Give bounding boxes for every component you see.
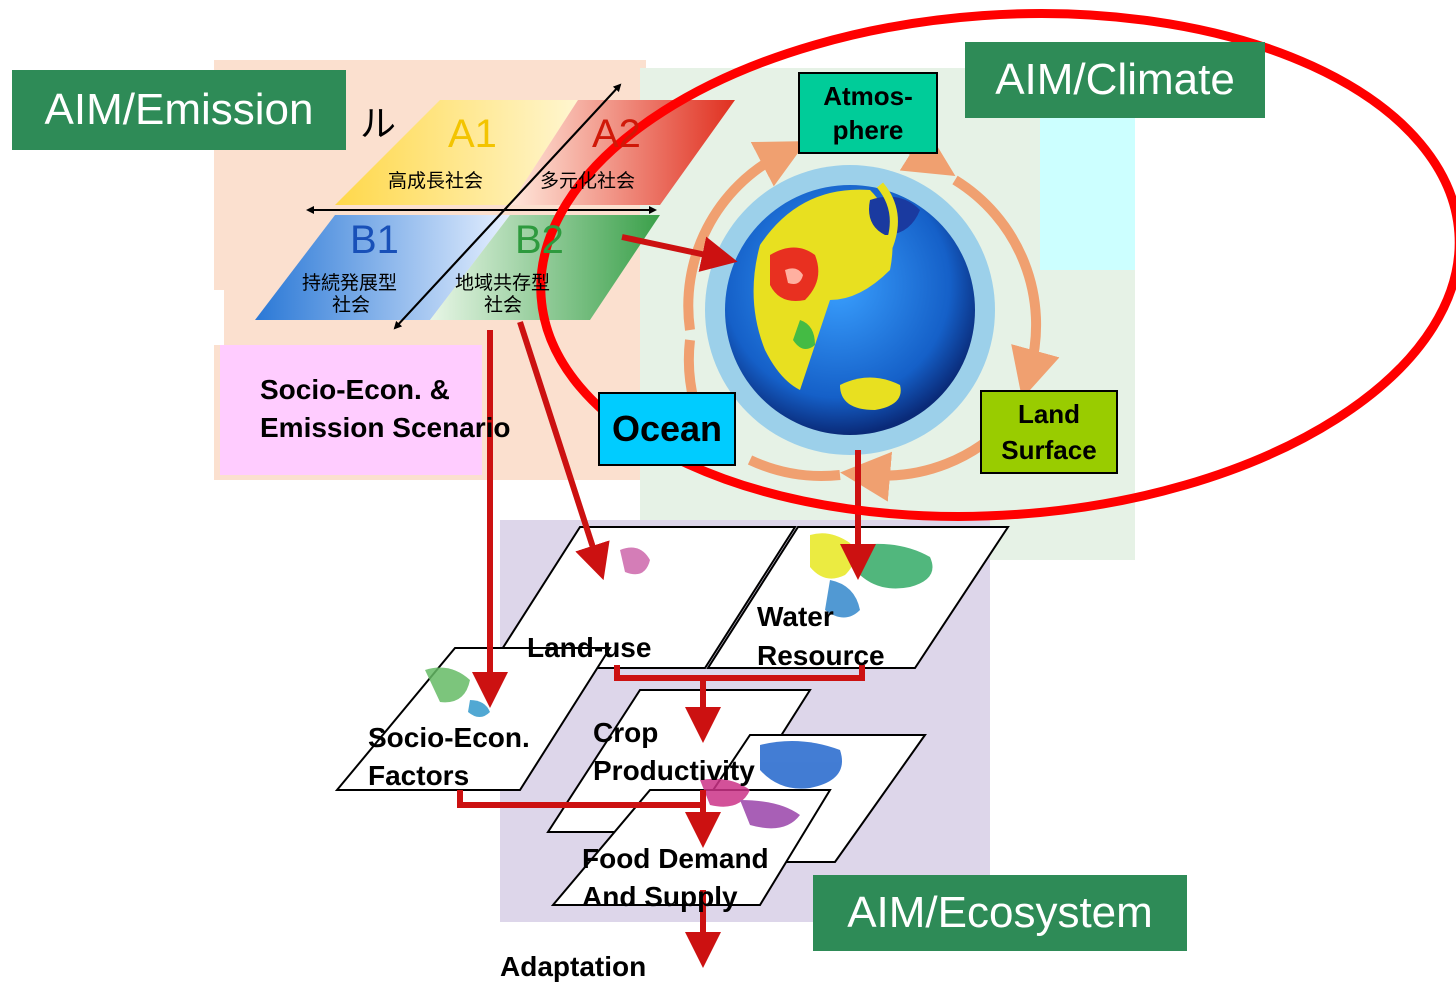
atmosphere-line2: phere [832, 115, 904, 145]
crop-line2: Productivity [593, 755, 755, 786]
food-line2: And Supply [582, 881, 738, 912]
quadrant-b1 [255, 215, 510, 320]
aim-climate-label: AIM/Climate [965, 42, 1265, 118]
socio-scenario-box: Socio-Econ. & Emission Scenario [220, 345, 511, 475]
aim-emission-label: AIM/Emission [12, 70, 346, 150]
quadrant-a2-text: 多元化社会 [540, 171, 636, 192]
socio-scenario-line2: Emission Scenario [260, 412, 511, 443]
crop-line1: Crop [593, 717, 659, 748]
ocean-box: Ocean [598, 392, 736, 466]
water-resource-line1: Water [757, 601, 834, 632]
map-layers [334, 526, 1010, 906]
land-surface-box: Land Surface [980, 390, 1118, 474]
food-line1: Food Demand [582, 843, 769, 874]
land-line1: Land [1017, 399, 1081, 429]
quadrant-a2 [510, 100, 735, 205]
climate-side-panel [1040, 115, 1135, 270]
atmosphere-box: Atmos- phere [798, 72, 938, 154]
layer-land-use [488, 526, 797, 669]
map-color-blobs [425, 533, 933, 829]
quadrant-a2-code: A2 [592, 112, 641, 156]
quadrant-a1-text: 高成長社会 [388, 171, 484, 192]
quadrant-b1-code: B1 [350, 218, 399, 262]
layer-water-resource [706, 526, 1010, 669]
aim-ecosystem-label: AIM/Ecosystem [813, 875, 1187, 951]
quadrant-b2-code: B2 [515, 218, 564, 262]
quadrant-b2-text-2: 社会 [484, 295, 523, 316]
background-gap [214, 290, 224, 345]
atmosphere-line1: Atmos- [823, 81, 913, 111]
socio-factors-line1: Socio-Econ. [368, 722, 530, 753]
climate-highlight-ellipse [536, 9, 1456, 521]
land-use-label: Land-use [527, 632, 652, 663]
land-line2: Surface [1001, 435, 1097, 465]
adaptation-label: Adaptation [500, 951, 647, 982]
socio-scenario-line1: Socio-Econ. & [260, 374, 450, 405]
socio-factors-line2: Factors [368, 760, 470, 791]
water-resource-line2: Resource [757, 640, 885, 671]
quadrant-a1-code: A1 [448, 112, 497, 156]
quadrant-a1 [335, 100, 578, 205]
quadrant-b2-text-1: 地域共存型 [455, 273, 551, 294]
quadrant-b1-text-2: 社会 [332, 295, 371, 316]
globe [705, 165, 995, 455]
emission-partial-heading: ル [360, 103, 397, 144]
layer-socio-econ [334, 647, 612, 791]
quadrant-b1-text-1: 持続発展型 [302, 273, 398, 294]
